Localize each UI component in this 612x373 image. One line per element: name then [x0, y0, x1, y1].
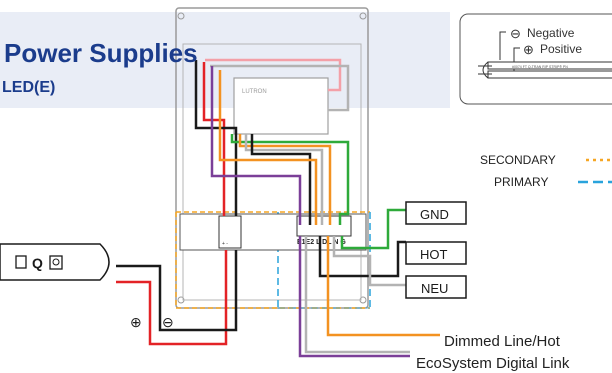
fixture-red-wire	[116, 250, 228, 346]
fixture-negative-symbol: ⊖	[162, 314, 174, 330]
terminal-labels: E1E2 L DL N G	[297, 239, 346, 246]
orange-wire-upper	[218, 70, 318, 225]
black-wire-driver	[194, 60, 238, 216]
lutron-label: LUTRON	[242, 89, 267, 95]
gray-wire-inner	[210, 64, 350, 112]
small-terminal-symbols: + -	[222, 241, 228, 247]
fixture-left-icon	[15, 255, 27, 269]
fixture-positive-symbol: ⊕	[130, 314, 142, 330]
gnd-wire	[340, 208, 406, 250]
hot-wire	[318, 236, 406, 278]
gnd-box	[405, 201, 467, 225]
neu-wire	[332, 236, 406, 287]
callouts: Dimmed Line/Hot EcoSystem Digital Link	[416, 333, 570, 372]
cable-detail: ⊖ Negative ⊕ Positive #0074 FT Q-TRAN RI…	[459, 13, 612, 105]
neu-box	[405, 275, 467, 299]
secondary-label: SECONDARY	[480, 153, 556, 167]
enclosure	[175, 7, 369, 309]
primary-label: PRIMARY	[494, 175, 548, 189]
cable-negative-symbol: ⊖	[510, 26, 521, 41]
ecosystem-wire-gray	[304, 236, 410, 354]
hot-box	[405, 241, 467, 265]
cable-negative-label: Negative	[527, 26, 575, 40]
green-wire	[230, 134, 350, 225]
separator-lines	[175, 211, 371, 309]
fixture-black-wire	[116, 250, 238, 332]
dimmed-line-wire	[326, 236, 440, 337]
dimmed-line-hot-label: Dimmed Line/Hot	[444, 333, 561, 350]
cable-print: #0074 FT Q-TRAN RIP STRIP® PN	[512, 65, 568, 69]
mains-labels: GND HOT NEU	[405, 201, 467, 299]
fixture-right-icon	[49, 255, 63, 270]
legend: SECONDARY PRIMARY	[480, 153, 612, 189]
ecosystem-wire	[298, 236, 410, 358]
orange-wire-driver	[238, 134, 332, 225]
gray-wire-driver	[244, 134, 324, 225]
neu-label: NEU	[421, 281, 448, 296]
wires	[116, 58, 440, 358]
fixture: Q ⊕ ⊖	[0, 243, 174, 330]
hot-label: HOT	[420, 247, 448, 262]
purple-wire-driver	[210, 66, 302, 225]
terminal-strip: + - E1E2 L DL N G	[179, 213, 367, 251]
black-wire-driver-2	[250, 134, 312, 225]
fixture-q-icon: Q	[32, 255, 43, 271]
ecosystem-link-label: EcoSystem Digital Link	[416, 355, 570, 372]
cable-positive-symbol: ⊕	[523, 42, 534, 57]
led-driver-module: LUTRON	[233, 77, 329, 135]
red-wire-driver	[202, 62, 226, 216]
page-subtitle: LED(E)	[2, 79, 56, 96]
pink-wire	[205, 58, 342, 92]
page-title: Power Supplies	[4, 38, 198, 68]
cable-positive-label: Positive	[540, 42, 582, 56]
gnd-label: GND	[420, 207, 449, 222]
